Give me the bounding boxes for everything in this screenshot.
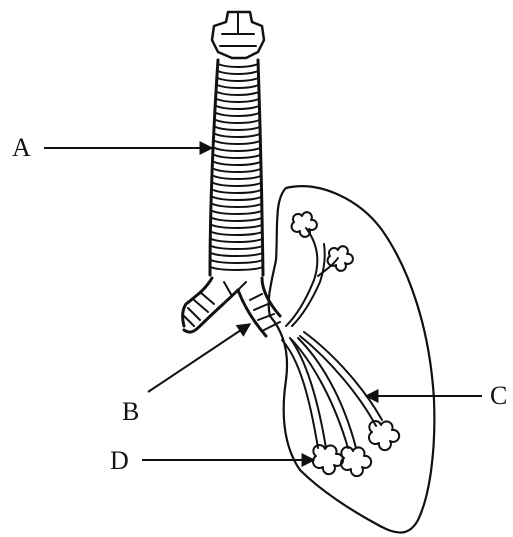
trachea-ring (217, 92, 259, 95)
trachea-ring (213, 190, 261, 193)
trachea-ring (216, 120, 260, 123)
trachea-ring (212, 211, 261, 214)
trachea-ring (212, 218, 262, 221)
trachea-ring (217, 78, 258, 81)
trachea-ring (213, 204, 262, 207)
trachea-ring (218, 64, 258, 67)
trachea-ring (211, 246, 262, 249)
bronchi (183, 278, 280, 336)
alveoli-cluster-top (292, 212, 317, 237)
trachea-ring (218, 71, 259, 74)
trachea-ring (214, 169, 261, 172)
trachea-ring (215, 141, 260, 144)
trachea-ring (211, 239, 262, 242)
trachea-ring (217, 99, 259, 102)
bronchioles-upper (286, 228, 338, 326)
label-d: D (110, 446, 129, 475)
trachea-ring (215, 134, 259, 137)
trachea-ring (212, 232, 262, 235)
trachea-ring (213, 183, 260, 186)
label-a: A (12, 133, 31, 162)
alveoli-cluster-right-lower (369, 421, 399, 450)
trachea-ring (211, 253, 263, 256)
alveoli-cluster-right-upper (328, 246, 353, 271)
trachea-ring (213, 197, 261, 200)
trachea-ring (214, 155, 260, 158)
bronchioles-lower (282, 332, 382, 448)
label-c: C (490, 381, 507, 410)
trachea (210, 60, 263, 275)
trachea-ring (217, 85, 259, 88)
trachea-ring (216, 106, 259, 109)
larynx (212, 12, 264, 58)
label-b: B (122, 397, 139, 426)
trachea-ring (215, 148, 260, 151)
trachea-ring (212, 225, 262, 228)
trachea-ring (214, 176, 261, 179)
trachea-ring (214, 162, 260, 165)
trachea-ring (211, 260, 263, 263)
trachea-ring (216, 113, 259, 116)
alveoli-cluster-bottom-left (313, 445, 343, 474)
trachea-ring (210, 267, 263, 270)
trachea-rings (210, 64, 263, 270)
pointer-b (148, 324, 250, 392)
trachea-ring (216, 127, 260, 130)
alveoli-cluster-bottom-right (341, 447, 371, 476)
